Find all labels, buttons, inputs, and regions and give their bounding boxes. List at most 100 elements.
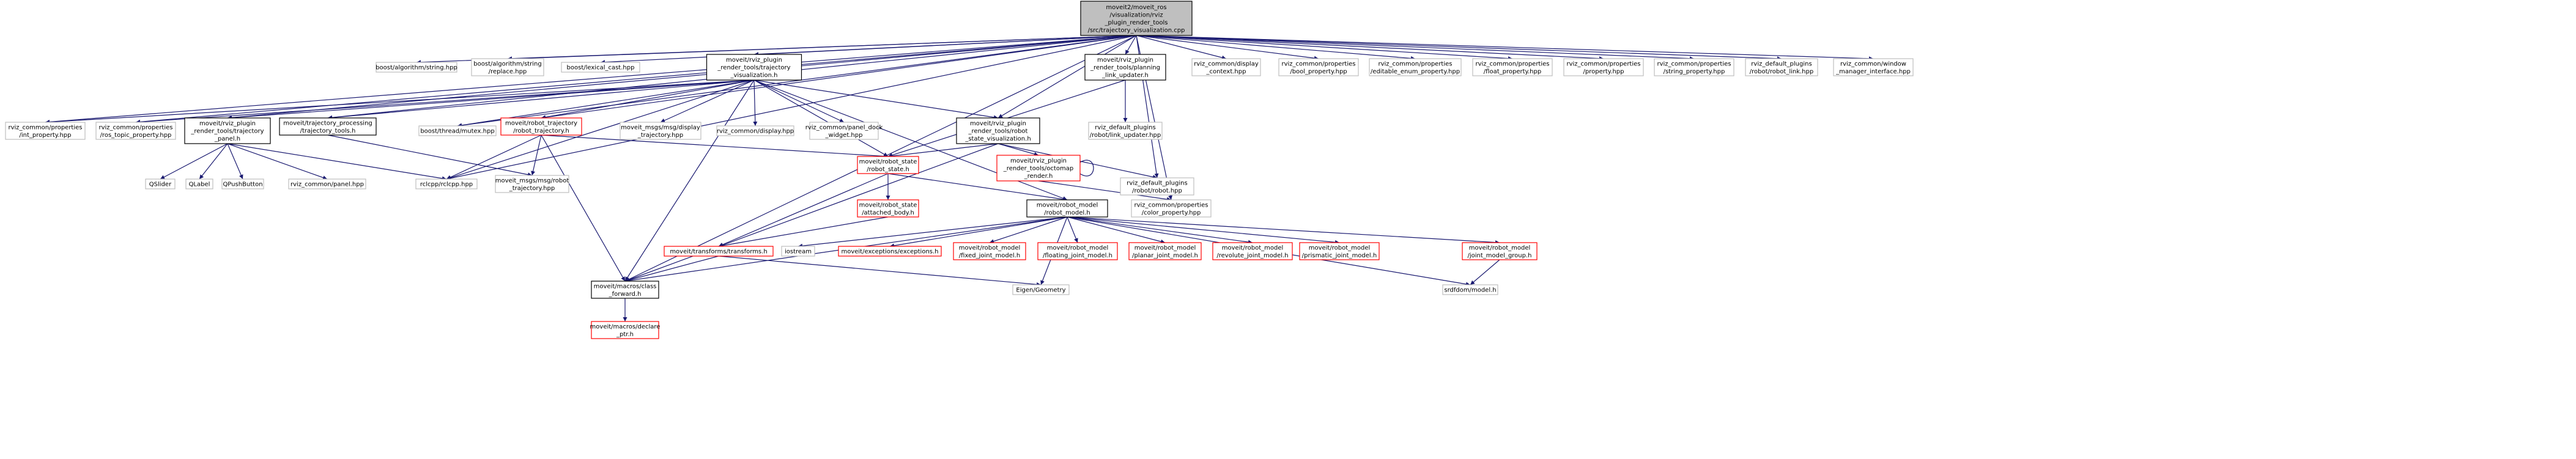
- node-label-line: _link_updater.h: [1101, 72, 1149, 79]
- node-label-line: rviz_common/properties: [98, 124, 172, 131]
- node-label-line: moveit/robot_model: [1469, 244, 1531, 251]
- node-label-line: _trajectory.hpp: [509, 185, 555, 192]
- node-label-line: moveit/robot_model: [1047, 244, 1109, 251]
- dependency-edge: [227, 143, 328, 180]
- node-label-line: /color_property.hpp: [1142, 210, 1201, 216]
- dependency-edge: [753, 79, 845, 123]
- node-label-line: moveit/trajectory_processing: [283, 120, 372, 127]
- graph-node: iostream: [781, 246, 815, 257]
- node-box: [664, 246, 774, 257]
- node-label-line: _state_visualization.h: [964, 136, 1031, 142]
- dependency-edge: [541, 35, 1137, 119]
- dependency-edge: [446, 134, 542, 180]
- graph-node[interactable]: moveit/trajectory_processing/trajectory_…: [279, 117, 377, 136]
- graph-node[interactable]: moveit/macros/class_forward.h: [591, 281, 659, 299]
- dependency-edge: [1136, 35, 1604, 59]
- graph-node: rviz_common/properties/int_property.hpp: [5, 122, 86, 140]
- node-label-line: rviz_common/properties: [1475, 61, 1549, 67]
- dependency-edge: [1136, 35, 1782, 59]
- node-label-line: /prismatic_joint_model.h: [1302, 252, 1377, 259]
- node-label-line: /robot/robot_link.hpp: [1750, 68, 1813, 75]
- node-label-line: /editable_enum_property.hpp: [1371, 68, 1460, 75]
- node-box: [185, 178, 213, 189]
- node-box: [145, 178, 176, 189]
- node-label-line: _render_tools/robot: [968, 128, 1028, 135]
- node-box: [996, 155, 1081, 182]
- dependency-edge: [1470, 259, 1500, 285]
- graph-node[interactable]: moveit/rviz_plugin_render_tools/octomap_…: [996, 155, 1081, 182]
- node-label-line: moveit/rviz_plugin: [726, 57, 782, 64]
- node-box: [1037, 242, 1118, 260]
- graph-node[interactable]: moveit/robot_model/planar_joint_model.h: [1128, 242, 1202, 260]
- node-label-line: moveit/robot_state: [859, 202, 917, 208]
- dependency-edge: [327, 79, 755, 119]
- graph-node[interactable]: moveit/robot_state/robot_state.h: [857, 156, 919, 174]
- node-label-line: _render_tools/octomap: [1003, 166, 1073, 172]
- graph-node[interactable]: moveit/rviz_plugin_render_tools/trajecto…: [706, 54, 802, 81]
- graph-node: rviz_common/display.hpp: [716, 125, 794, 136]
- graph-node[interactable]: moveit/robot_model/robot_model.h: [1026, 199, 1108, 218]
- graph-node[interactable]: moveit/robot_model/prismatic_joint_model…: [1299, 242, 1380, 260]
- edge-arrowhead: [661, 118, 665, 123]
- node-box: [1080, 1, 1193, 36]
- graph-node: boost/lexical_cast.hpp: [561, 62, 640, 73]
- node-label-line: rviz_common/properties: [1281, 61, 1355, 67]
- node-box: [1278, 58, 1359, 76]
- graph-node[interactable]: moveit/rviz_plugin_render_tools/trajecto…: [184, 117, 271, 144]
- graph-node: rclcpp/rclcpp.hpp: [415, 178, 478, 189]
- node-label-line: rclcpp/rclcpp.hpp: [420, 182, 473, 188]
- node-box: [1088, 122, 1163, 140]
- graph-node[interactable]: moveit2/moveit_ros/visualization/rviz_pl…: [1080, 1, 1193, 36]
- graph-node[interactable]: moveit/exceptions/exceptions.h: [838, 246, 942, 257]
- graph-node: rviz_common/properties/float_property.hp…: [1472, 58, 1553, 76]
- dependency-edge: [1136, 35, 1227, 59]
- node-box: [500, 117, 582, 136]
- node-label-line: rviz_default_plugins: [1095, 124, 1155, 131]
- node-label-line: boost/thread/mutex.hpp: [420, 128, 494, 135]
- graph-node[interactable]: moveit/robot_model/joint_model_group.h: [1462, 242, 1538, 260]
- graph-node[interactable]: moveit/rviz_plugin_render_tools/robot_st…: [956, 117, 1040, 144]
- node-box: [706, 54, 802, 81]
- edge-arrowhead: [322, 175, 327, 180]
- node-label-line: moveit/robot_trajectory: [505, 120, 577, 127]
- graph-node[interactable]: moveit/rviz_plugin_render_tools/planning…: [1084, 54, 1166, 81]
- dependency-edge: [531, 134, 542, 176]
- graph-node[interactable]: moveit/robot_trajectory/robot_trajectory…: [500, 117, 582, 136]
- graph-node: QSlider: [145, 178, 176, 189]
- graph-node[interactable]: moveit/robot_model/floating_joint_model.…: [1037, 242, 1118, 260]
- graph-node[interactable]: moveit/robot_model/fixed_joint_model.h: [953, 242, 1026, 260]
- dependency-edge: [541, 134, 889, 157]
- node-label-line: /bool_property.hpp: [1290, 68, 1347, 75]
- node-label-line: rviz_common/properties: [1566, 61, 1640, 67]
- graph-node[interactable]: moveit/robot_state/attached_body.h: [857, 199, 919, 218]
- dependency-edge: [753, 79, 756, 127]
- node-box: [1369, 58, 1462, 76]
- node-label-line: boost/algorithm/string.hpp: [376, 65, 457, 72]
- edge-arrowhead: [160, 175, 165, 179]
- dependency-edge: [798, 216, 1068, 247]
- graph-node[interactable]: moveit/robot_model/revolute_joint_model.…: [1212, 242, 1293, 260]
- node-label-line: _visualization.h: [730, 72, 778, 79]
- node-label-line: /attached_body.h: [862, 210, 914, 216]
- node-label-line: _ptr.h: [616, 331, 634, 338]
- node-box: [1131, 199, 1212, 218]
- node-box: [857, 156, 919, 174]
- dependency-edge: [227, 35, 1137, 119]
- node-box: [1299, 242, 1380, 260]
- node-label-line: _render_tools/planning: [1090, 65, 1160, 72]
- node-label-line: rviz_common/display.hpp: [717, 128, 794, 135]
- edge-arrowhead: [531, 171, 535, 175]
- graph-node[interactable]: moveit/transforms/transforms.h: [664, 246, 774, 257]
- edge-arrowhead: [1074, 238, 1078, 243]
- dependency-edge: [160, 143, 228, 180]
- dependency-edge: [327, 134, 533, 176]
- graph-node: rviz_common/panel.hpp: [288, 178, 366, 189]
- node-label-line: moveit_msgs/msg/robot: [495, 177, 569, 184]
- edge-arrowhead: [1123, 118, 1128, 122]
- node-box: [279, 117, 377, 136]
- graph-node[interactable]: moveit/macros/declare_ptr.h: [590, 321, 661, 339]
- node-box: [415, 178, 478, 189]
- node-label-line: rviz_default_plugins: [1751, 61, 1812, 67]
- node-label-line: /robot/link_updater.hpp: [1090, 132, 1161, 139]
